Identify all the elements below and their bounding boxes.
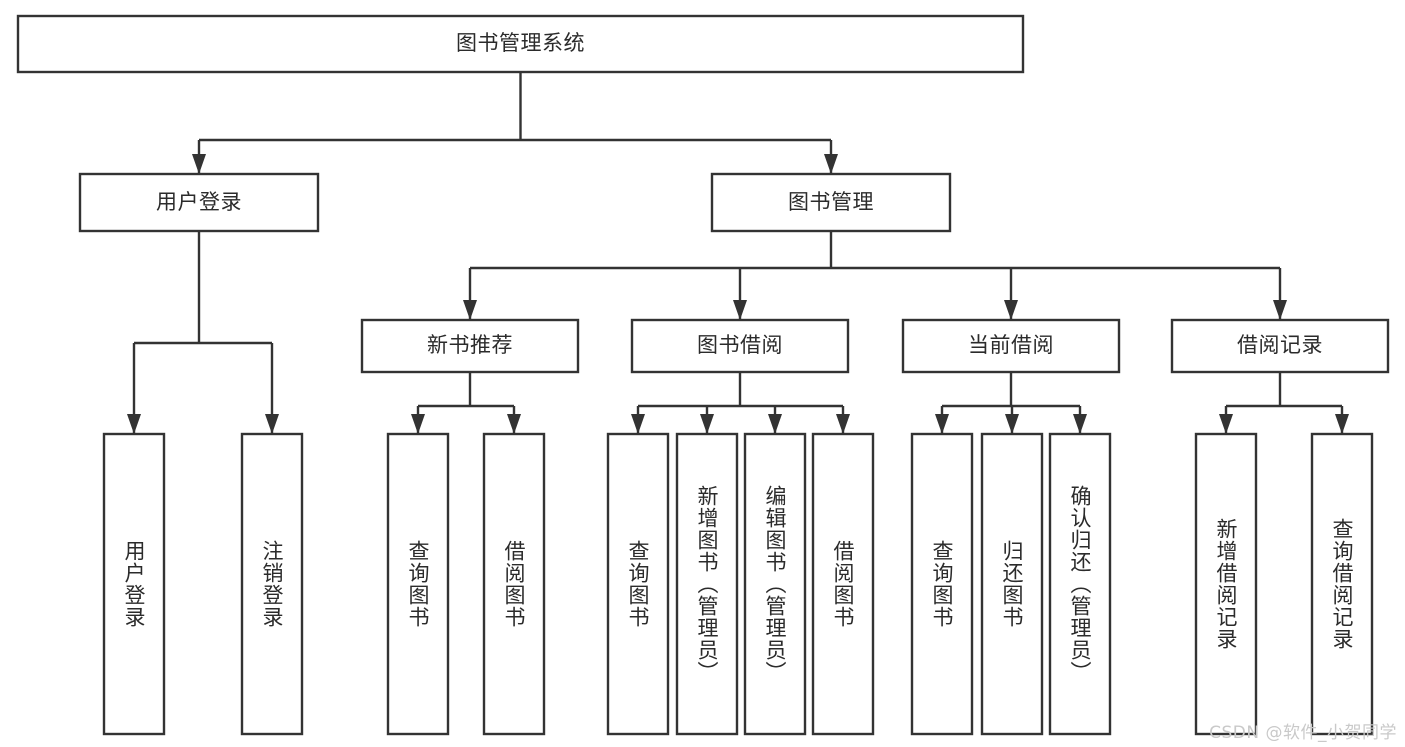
arrowhead bbox=[1005, 414, 1019, 434]
arrowhead bbox=[1219, 414, 1233, 434]
arrowhead bbox=[935, 414, 949, 434]
node-box-leaf-user-login[interactable] bbox=[102, 432, 166, 736]
node-box-book-manage[interactable] bbox=[710, 172, 952, 233]
csdn-watermark: CSDN @软件_小贺同学 bbox=[1209, 723, 1397, 743]
arrowhead bbox=[836, 414, 850, 434]
node-box-leaf-query-record[interactable] bbox=[1310, 432, 1374, 736]
arrowhead bbox=[265, 414, 279, 434]
node-box-borrow-record[interactable] bbox=[1170, 318, 1390, 374]
arrowhead bbox=[1273, 300, 1287, 320]
node-box-new-book-recommend[interactable] bbox=[360, 318, 580, 374]
arrowhead bbox=[1073, 414, 1087, 434]
node-box-leaf-return-book[interactable] bbox=[980, 432, 1044, 736]
node-box-current-borrow[interactable] bbox=[901, 318, 1121, 374]
node-box-leaf-query-book-1[interactable] bbox=[386, 432, 450, 736]
connectors-layer bbox=[127, 72, 1349, 434]
arrowhead bbox=[631, 414, 645, 434]
arrowhead bbox=[700, 414, 714, 434]
node-box-leaf-confirm-return[interactable] bbox=[1048, 432, 1112, 736]
arrowhead bbox=[463, 300, 477, 320]
node-box-leaf-query-book-3[interactable] bbox=[910, 432, 974, 736]
node-box-leaf-query-book-2[interactable] bbox=[606, 432, 670, 736]
node-box-user-login[interactable] bbox=[78, 172, 320, 233]
arrowhead bbox=[507, 414, 521, 434]
arrowhead bbox=[192, 154, 206, 174]
node-box-leaf-borrow-book-1[interactable] bbox=[482, 432, 546, 736]
arrowhead bbox=[411, 414, 425, 434]
node-box-leaf-add-book[interactable] bbox=[675, 432, 739, 736]
node-box-book-borrow[interactable] bbox=[630, 318, 850, 374]
arrowhead bbox=[733, 300, 747, 320]
arrowhead bbox=[1004, 300, 1018, 320]
node-box-leaf-add-record[interactable] bbox=[1194, 432, 1258, 736]
arrowhead bbox=[127, 414, 141, 434]
arrowhead bbox=[768, 414, 782, 434]
node-box-leaf-edit-book[interactable] bbox=[743, 432, 807, 736]
node-box-leaf-logout[interactable] bbox=[240, 432, 304, 736]
arrowhead bbox=[1335, 414, 1349, 434]
node-box-leaf-borrow-book-2[interactable] bbox=[811, 432, 875, 736]
boxes-layer bbox=[16, 14, 1390, 736]
node-box-root[interactable] bbox=[16, 14, 1025, 74]
arrowhead bbox=[824, 154, 838, 174]
